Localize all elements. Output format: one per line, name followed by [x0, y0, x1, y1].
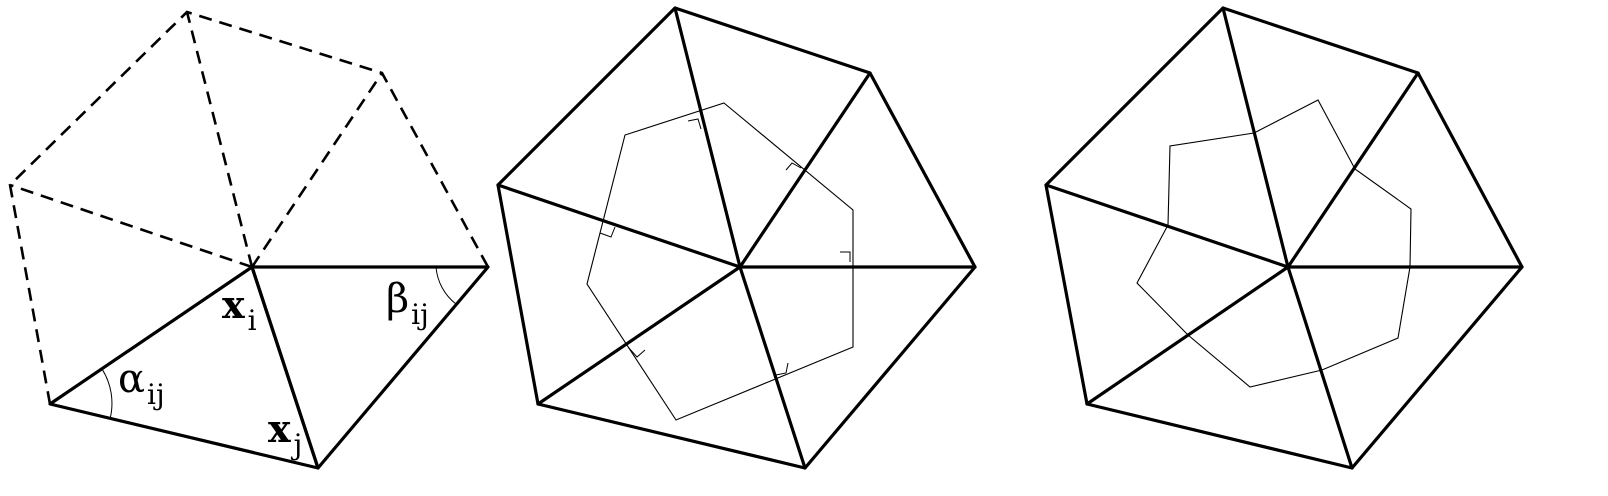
spoke — [536, 265, 742, 406]
voronoi-cell — [586, 102, 854, 421]
triangle-beta — [250, 265, 490, 470]
panel-mixed-region — [1044, 6, 1524, 470]
spoke — [1286, 71, 1420, 269]
spoke — [1286, 265, 1354, 470]
right-angle-mark — [627, 346, 646, 358]
label-beta: βij — [386, 276, 429, 331]
right-angle-mark — [775, 362, 789, 376]
dashed-spoke — [9, 183, 253, 269]
spoke — [738, 265, 807, 470]
dashed-spoke — [185, 11, 254, 268]
right-angle-mark — [687, 118, 702, 130]
right-angle-mark — [840, 251, 851, 262]
alpha-angle-arc — [101, 368, 113, 420]
spoke — [1085, 265, 1290, 406]
one-ring-boundary — [496, 6, 977, 470]
spoke — [1221, 6, 1290, 269]
spoke — [673, 6, 742, 269]
panel-voronoi-region — [496, 6, 977, 470]
right-angle-mark — [785, 162, 802, 171]
right-angle-mark — [599, 226, 616, 238]
dashed-spoke — [250, 72, 384, 268]
beta-angle-arc — [435, 266, 457, 305]
one-ring-boundary — [1044, 6, 1524, 470]
barycentric-cell — [1136, 99, 1412, 388]
spoke — [496, 183, 742, 269]
label-alpha: αij — [118, 356, 165, 411]
